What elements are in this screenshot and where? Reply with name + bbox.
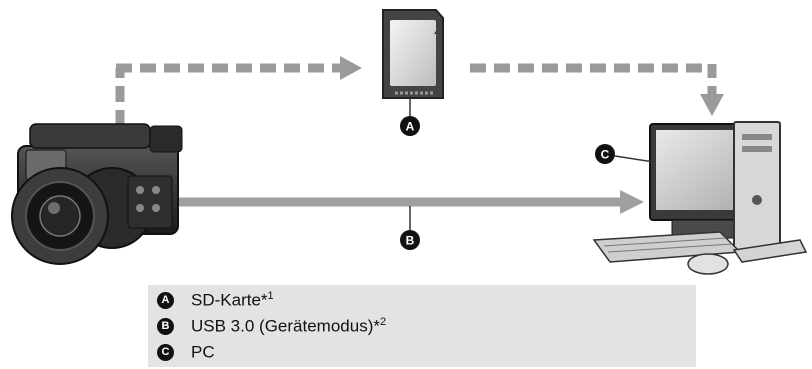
legend-label: PC [191, 342, 215, 362]
marker-c: C [595, 144, 655, 164]
legend-badge: B [157, 317, 174, 335]
svg-text:A: A [406, 120, 415, 134]
svg-text:B: B [406, 234, 415, 248]
dashed-arrow-sd-to-pc [470, 63, 724, 116]
legend-badge: A [157, 291, 174, 309]
legend-label: SD-Karte*1 [191, 289, 274, 310]
camcorder-icon [11, 123, 183, 265]
legend-item-a: A SD-Karte*1 [148, 289, 274, 311]
sd-card-icon [382, 9, 444, 116]
legend-label: USB 3.0 (Gerätemodus)*2 [191, 315, 387, 336]
svg-text:C: C [601, 148, 610, 162]
marker-b: B [400, 206, 420, 250]
connection-diagram: A B C [11, 9, 808, 275]
usb-arrow [178, 190, 644, 214]
legend-item-b: B USB 3.0 (Gerätemodus)*2 [148, 315, 386, 337]
legend-item-c: C PC [148, 341, 215, 363]
legend-box: A SD-Karte*1 B USB 3.0 (Gerätemodus)*2 C… [148, 285, 696, 367]
legend-badge: C [157, 343, 174, 361]
marker-a: A [400, 116, 420, 136]
pc-icon [592, 121, 808, 275]
